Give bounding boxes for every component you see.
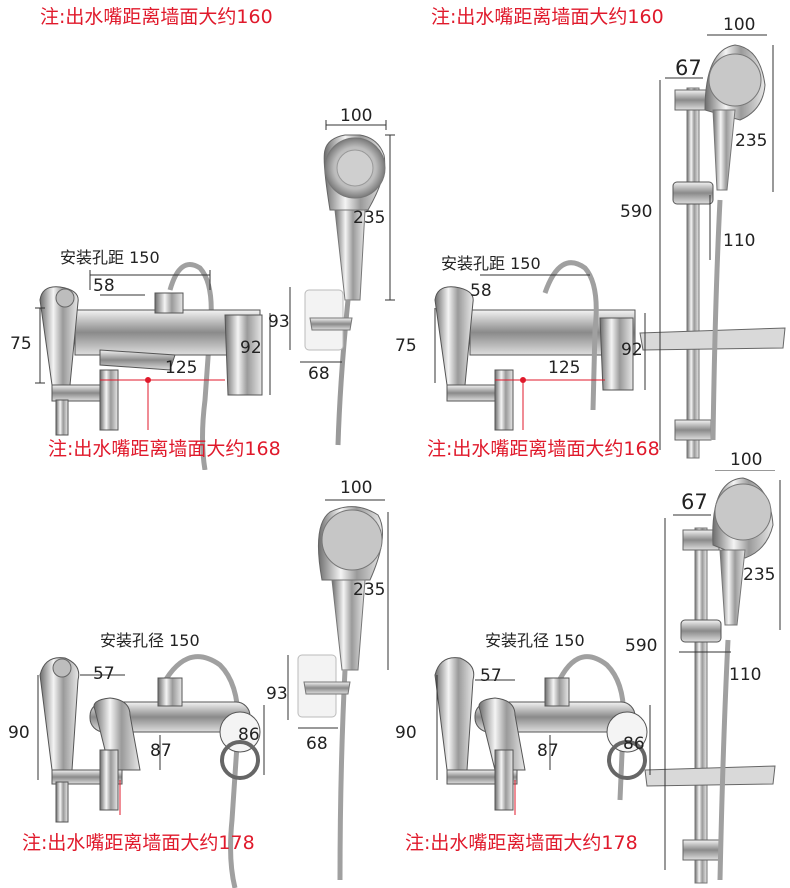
panel-4-slide-bar-round: 安装孔径 150 100 67 235 590 110 57 90 87 86 … bbox=[395, 452, 790, 888]
panel-1-left-height: 75 bbox=[10, 334, 32, 354]
panel-4-bar-offset: 67 bbox=[681, 490, 708, 514]
panel-2-body-height: 92 bbox=[621, 340, 643, 360]
panel-2-head-width: 100 bbox=[723, 15, 756, 35]
panel-4-bar-height: 590 bbox=[625, 636, 658, 656]
panel-1-note-top: 注:出水嘴距离墙面大约160 bbox=[40, 6, 273, 28]
panel-1-holder-depth: 68 bbox=[308, 364, 330, 384]
panel-1-wall-shower-holder: 注:出水嘴距离墙面大约160 安装孔距 150 100 235 93 68 58… bbox=[0, 0, 395, 470]
panel-4-head-width: 100 bbox=[730, 450, 763, 470]
panel-1-holder-height: 93 bbox=[268, 312, 290, 332]
panel-3-left-height: 90 bbox=[8, 723, 30, 743]
panel-3-spout: 87 bbox=[150, 741, 172, 761]
panel-2-note-top: 注:出水嘴距离墙面大约160 bbox=[431, 6, 664, 28]
panel-2-valve-width: 58 bbox=[470, 281, 492, 301]
panel-2-bar-offset: 67 bbox=[675, 56, 702, 80]
panel-3-valve-width: 57 bbox=[93, 664, 115, 684]
panel-3-holder-height: 93 bbox=[266, 684, 288, 704]
panel-2-bar-height: 590 bbox=[620, 202, 653, 222]
panel-4-spout: 87 bbox=[537, 741, 559, 761]
panel-2-illustration bbox=[434, 34, 786, 459]
panel-3-illustration bbox=[37, 499, 389, 888]
panel-2-head-height: 235 bbox=[735, 131, 768, 151]
panel-4-note-bottom: 注:出水嘴距离墙面大约178 bbox=[405, 832, 638, 854]
panel-3-holder-depth: 68 bbox=[306, 734, 328, 754]
panel-2-left-height: 75 bbox=[395, 336, 417, 356]
panel-1-spout: 125 bbox=[165, 358, 198, 378]
panel-1-head-width: 100 bbox=[340, 106, 373, 126]
panel-4-hole-diameter: 安装孔径 150 bbox=[485, 631, 585, 650]
panel-1-head-height: 235 bbox=[353, 208, 386, 228]
panel-3-note-bottom: 注:出水嘴距离墙面大约178 bbox=[22, 832, 255, 854]
panel-4-left-height: 90 bbox=[395, 723, 417, 743]
panel-3-head-height: 235 bbox=[353, 580, 386, 600]
panel-3-head-width: 100 bbox=[340, 478, 373, 498]
panel-2-hole-distance: 安装孔距 150 bbox=[441, 254, 541, 273]
panel-4-slider: 110 bbox=[729, 665, 762, 685]
panel-1-illustration bbox=[35, 120, 395, 470]
panel-4-illustration bbox=[434, 470, 781, 884]
panel-1-body-height: 92 bbox=[240, 338, 262, 358]
panel-4-valve-width: 57 bbox=[480, 666, 502, 686]
panel-4-head-height: 235 bbox=[743, 565, 776, 585]
panel-4-knob: 86 bbox=[623, 734, 645, 754]
panel-3-wall-shower-holder-round: 安装孔径 150 100 235 93 68 57 90 87 86 注:出水嘴… bbox=[0, 470, 395, 888]
panel-3-knob: 86 bbox=[238, 725, 260, 745]
panel-2-spout: 125 bbox=[548, 358, 581, 378]
panel-1-valve-width: 58 bbox=[93, 276, 115, 296]
panel-2-slide-bar: 注:出水嘴距离墙面大约160 安装孔距 150 100 67 235 590 1… bbox=[395, 0, 790, 470]
panel-2-slider: 110 bbox=[723, 231, 756, 251]
panel-1-note-bottom: 注:出水嘴距离墙面大约168 bbox=[48, 438, 281, 460]
panel-2-note-bottom: 注:出水嘴距离墙面大约168 bbox=[427, 438, 660, 460]
panel-3-hole-diameter: 安装孔径 150 bbox=[100, 631, 200, 650]
panel-1-hole-distance: 安装孔距 150 bbox=[60, 248, 160, 267]
